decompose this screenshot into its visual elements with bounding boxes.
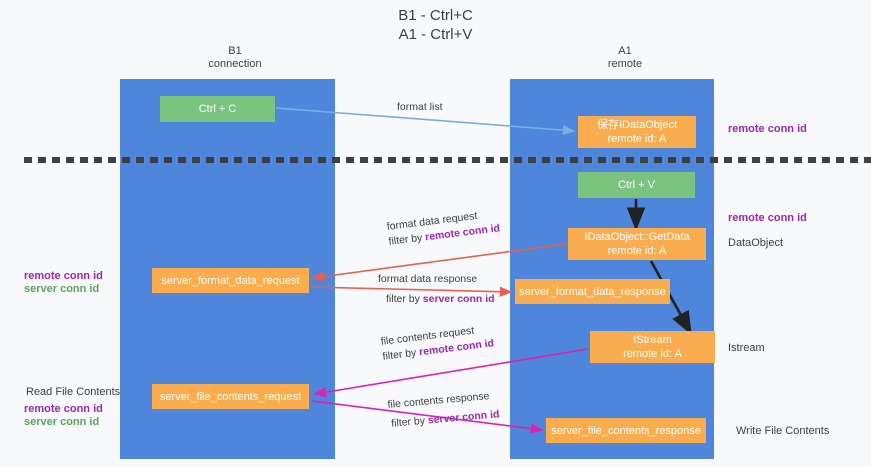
label-remote-conn-id-mid: remote conn id bbox=[728, 212, 807, 224]
label-left-server-conn-id-1: server conn id bbox=[24, 283, 100, 295]
filter-prefix: filter by bbox=[386, 293, 423, 305]
edge-label-format-data-response: format data response filter by server co… bbox=[378, 272, 495, 307]
edge-label-file-contents-request: file contents request filter by remote c… bbox=[380, 321, 495, 364]
label-left-server-conn-id-2: server conn id bbox=[24, 416, 100, 428]
label-istream: Istream bbox=[728, 342, 765, 354]
column-header-b1: B1 connection bbox=[208, 45, 262, 70]
label-remote-conn-id-top: remote conn id bbox=[728, 123, 807, 135]
filter-prefix: filter by bbox=[387, 231, 426, 248]
filter-prefix: filter by bbox=[390, 414, 429, 430]
edge-format-data-response-filter: filter by server conn id bbox=[386, 292, 495, 307]
filter-value: server conn id bbox=[422, 293, 495, 305]
edge-label-format-list: format list bbox=[397, 100, 443, 115]
label-dataobject: DataObject bbox=[728, 237, 784, 249]
box-server-format-data-response[interactable]: server_format_data_response bbox=[515, 279, 670, 304]
label-write-file-contents: Write File Contents bbox=[736, 425, 830, 437]
box-idataobject[interactable]: 保存IDataObject remote id: A bbox=[578, 116, 696, 148]
label-left-remote-conn-id-2: remote conn id bbox=[24, 403, 103, 415]
divider-dashed-line bbox=[24, 157, 871, 163]
page-title: B1 - Ctrl+C A1 - Ctrl+V bbox=[398, 7, 473, 43]
filter-value: server conn id bbox=[427, 408, 500, 427]
filter-prefix: filter by bbox=[381, 346, 420, 363]
box-ctrl-c[interactable]: Ctrl + C bbox=[160, 96, 275, 122]
box-istream[interactable]: IStream remote id: A bbox=[590, 331, 715, 363]
box-server-file-contents-response[interactable]: server_file_contents_response bbox=[546, 418, 706, 443]
edge-label-file-contents-response: file contents response filter by server … bbox=[387, 388, 500, 432]
column-header-a1: A1 remote bbox=[607, 45, 643, 70]
edge-label-format-data-request: format data request filter by remote con… bbox=[386, 206, 501, 249]
box-ctrl-v[interactable]: Ctrl + V bbox=[578, 172, 695, 198]
box-server-format-data-request[interactable]: server_format_data_request bbox=[152, 268, 309, 293]
edge-format-list-text: format list bbox=[397, 101, 443, 113]
box-idataobject-getdata[interactable]: IDataObject::GetData remote id: A bbox=[568, 228, 706, 260]
label-left-remote-conn-id-1: remote conn id bbox=[24, 270, 103, 282]
box-server-file-contents-request[interactable]: server_file_contents_request bbox=[152, 384, 309, 409]
edge-format-data-response-text: format data response bbox=[378, 273, 478, 285]
label-read-file-contents: Read File Contents bbox=[26, 386, 121, 398]
